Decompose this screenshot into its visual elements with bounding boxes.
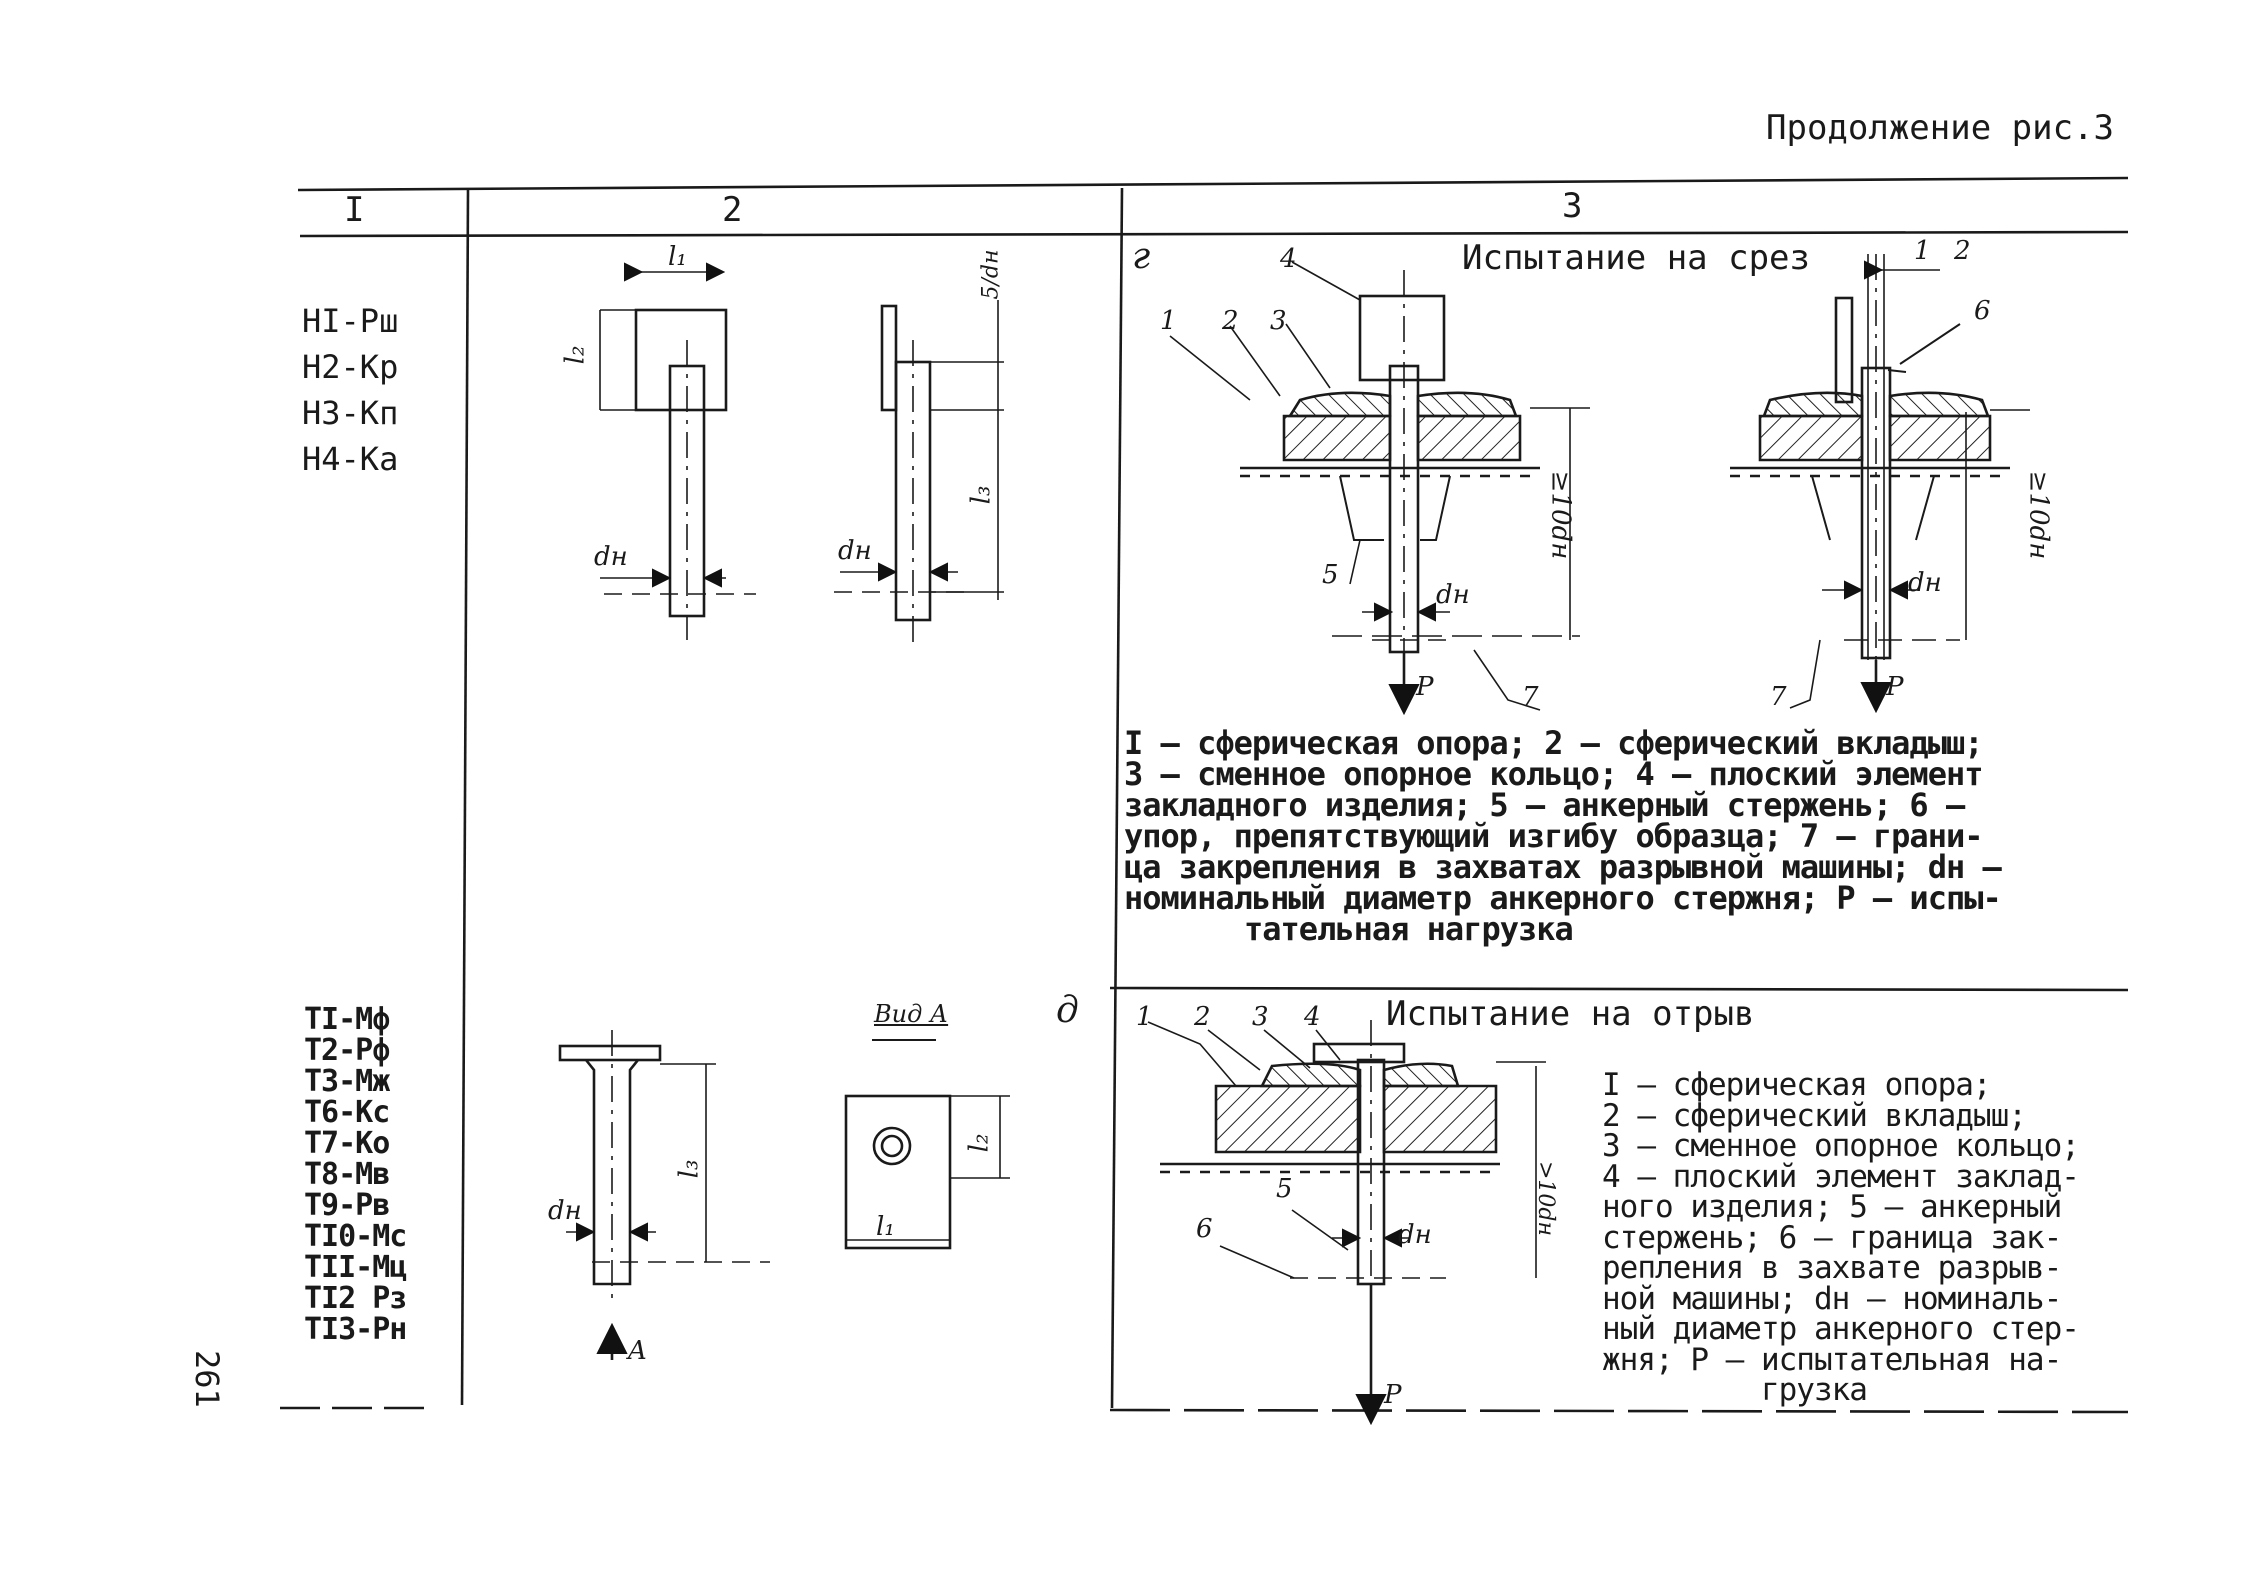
callout-b5: 5 <box>1276 1174 1293 1204</box>
dim-label-dh-6: dн <box>1398 1220 1432 1250</box>
pulloff-test-legend: I – сферическая опора; 2 – сферический в… <box>1602 1067 2080 1408</box>
page-number: 261 <box>188 1350 226 1408</box>
caption-line: закладного изделия; 5 – анкерный стержен… <box>1124 786 1965 824</box>
shear-test-figure-left <box>1169 261 1590 716</box>
dim-label-l1-bottom: l₁ <box>876 1212 895 1242</box>
table-grid <box>280 176 2129 1414</box>
callout-7-left: 7 <box>1522 682 1539 712</box>
code-item: T9-Рв <box>304 1188 390 1223</box>
legend-line: I – сферическая опора; <box>1602 1067 1992 1103</box>
legend-line: жня; P – испытательная на- <box>1602 1341 2062 1378</box>
dim-label-10dh-left: ≥10dн <box>1545 470 1576 560</box>
caption-line: тательная нагрузка <box>1244 910 1574 948</box>
code-item: T6-Кс <box>304 1095 390 1130</box>
dim-label-l1: l₁ <box>668 242 687 272</box>
view-a-label: Вид А <box>874 1000 949 1028</box>
legend-line: 2 – сферический вкладыш; <box>1602 1097 2027 1134</box>
code-item: H4-Ка <box>302 440 399 478</box>
view-arrow-label-a: A <box>628 1336 647 1366</box>
code-item: TII-Мц <box>304 1250 407 1285</box>
legend-line: ный диаметр анкерного стер- <box>1602 1311 2080 1347</box>
callout-b3: 3 <box>1252 1002 1269 1032</box>
caption-line: упор, препятствующий изгибу образца; 7 –… <box>1124 817 1983 855</box>
shear-test-title: Испытание на срез <box>1462 238 1810 278</box>
column-header-2: 2 <box>722 190 743 230</box>
load-label-p-bottom: P <box>1384 1380 1402 1410</box>
code-item: TI0-Мс <box>304 1219 407 1254</box>
code-item: T3-Мж <box>304 1064 390 1099</box>
load-label-p-right: P <box>1886 672 1904 702</box>
caption-line: I – сферическая опора; 2 – сферический в… <box>1124 724 1983 762</box>
callout-7-right: 7 <box>1770 682 1787 712</box>
caption-line: номинальный диаметр анкерного стержня; P… <box>1124 879 2002 917</box>
legend-line: стержень; 6 – граница зак- <box>1602 1219 2062 1256</box>
dim-label-dh-5: dн <box>548 1196 582 1226</box>
code-item: H3-Кп <box>302 394 399 432</box>
continuation-label: Продолжение рис.3 <box>1766 108 2114 148</box>
code-item: HI-Рш <box>302 302 399 340</box>
code-list-bottom: TI-Мф T2-Рф T3-Мж T6-Кс T7-Ко T8-Мв T9-Р… <box>304 1002 407 1347</box>
legend-line: репления в захвате разрыв- <box>1602 1250 2062 1286</box>
dim-label-l2: l₂ <box>560 345 591 365</box>
dim-label-dh-1: dн <box>594 542 628 572</box>
anchor-drawing-bottom <box>558 1030 770 1360</box>
callout-4: 4 <box>1280 244 1297 274</box>
callout-2-right: 2 <box>1954 236 1971 266</box>
callout-b2: 2 <box>1194 1002 1211 1032</box>
code-item: TI-Мф <box>304 1002 390 1037</box>
shear-test-figure-right <box>1730 254 2030 714</box>
dim-label-dh-3: dн <box>1436 580 1470 610</box>
dim-label-l2-bottom: l₂ <box>964 1133 995 1153</box>
dim-label-l3-bottom: l₃ <box>674 1159 705 1179</box>
anchor-drawing-top-2 <box>834 300 1004 646</box>
callout-b4: 4 <box>1304 1002 1321 1032</box>
callout-1: 1 <box>1160 306 1177 336</box>
dim-label-5dh: 5/dн <box>978 249 1004 300</box>
column-header-3: 3 <box>1562 186 1583 226</box>
pulloff-test-title: Испытание на отрыв <box>1386 994 1755 1034</box>
view-a-drawing <box>844 1039 1010 1250</box>
callout-3: 3 <box>1270 306 1287 336</box>
caption-line: 3 – сменное опорное кольцо; 4 – плоский … <box>1124 755 1983 793</box>
dim-label-10dh-bottom: >10dн <box>1533 1160 1559 1237</box>
callout-5: 5 <box>1322 560 1339 590</box>
legend-line: ного изделия; 5 – анкерный <box>1602 1189 2062 1225</box>
code-item: TI3-Рн <box>304 1312 407 1347</box>
column-header-1: I <box>344 190 365 230</box>
legend-line: 4 – плоский элемент заклад- <box>1602 1158 2080 1195</box>
code-item: T7-Ко <box>304 1126 390 1161</box>
code-list-top: HI-Рш H2-Кр H3-Кп H4-Ка <box>302 298 398 482</box>
dim-label-dh-2: dн <box>838 536 872 566</box>
dim-label-dh-4: dн <box>1908 568 1942 598</box>
dim-label-10dh-right: ≥10dн <box>2023 470 2054 560</box>
callout-2: 2 <box>1222 306 1239 336</box>
legend-line: ной машины; dн – номиналь- <box>1602 1280 2062 1317</box>
legend-line: 3 – сменное опорное кольцо; <box>1602 1128 2080 1164</box>
panel-letter-d: д <box>1056 990 1079 1031</box>
code-item: TI2 Рз <box>304 1281 407 1316</box>
callout-6: 6 <box>1974 296 1991 326</box>
panel-letter-g: г <box>1132 236 1151 277</box>
callout-b6: 6 <box>1196 1214 1213 1244</box>
code-item: T8-Мв <box>304 1157 390 1192</box>
caption-line: ца закрепления в захватах разрывной маши… <box>1124 848 2002 886</box>
legend-line: грузка <box>1602 1372 1868 1408</box>
callout-b1: 1 <box>1136 1002 1153 1032</box>
anchor-drawing-top-1 <box>599 262 756 640</box>
pulloff-test-figure <box>1147 1020 1546 1426</box>
dim-label-l3: l₃ <box>966 485 997 505</box>
load-label-p-left: P <box>1416 672 1434 702</box>
callout-1-right: 1 <box>1914 236 1931 266</box>
code-item: H2-Кр <box>302 348 399 386</box>
code-item: T2-Рф <box>304 1033 390 1068</box>
shear-test-caption: I – сферическая опора; 2 – сферический в… <box>1124 724 2002 948</box>
